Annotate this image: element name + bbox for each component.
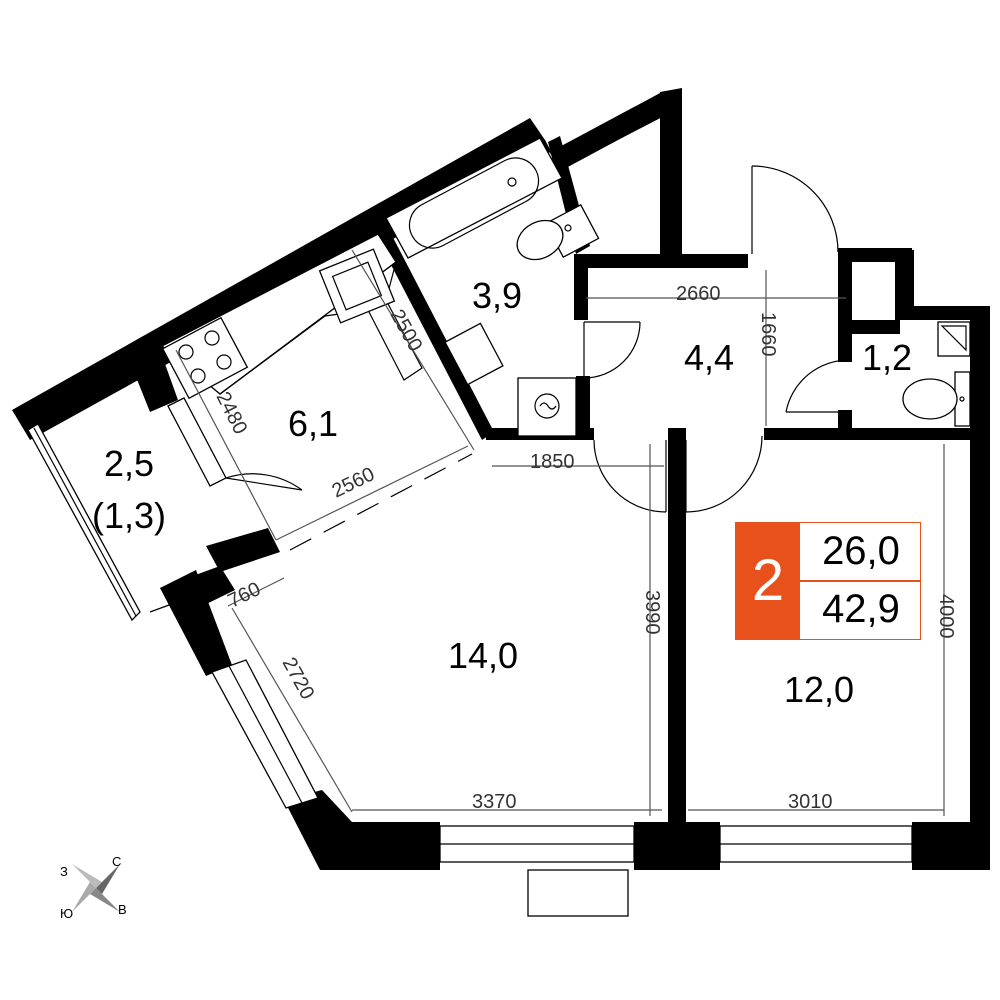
- badge-divider: [800, 580, 920, 582]
- dim-3370: 3370: [472, 791, 517, 813]
- dim-1850: 1850: [530, 451, 575, 473]
- windows: [27, 423, 913, 917]
- room-count: 2: [736, 523, 800, 639]
- total-area: 42,9: [822, 587, 900, 631]
- hall-area: 4,4: [684, 337, 734, 378]
- wc-area: 1,2: [862, 337, 912, 378]
- compass-north: С: [112, 854, 121, 869]
- exterior-walls: [12, 88, 990, 870]
- dim-2480: 2480: [212, 388, 252, 438]
- dim-3010: 3010: [788, 791, 833, 813]
- dim-2660: 2660: [676, 283, 721, 305]
- wc-fixtures: [902, 321, 971, 427]
- living-room-area: 14,0: [448, 635, 518, 676]
- doors: [289, 165, 851, 551]
- compass-east: В: [118, 902, 127, 917]
- bedroom-area: 12,0: [784, 669, 854, 710]
- dim-4000: 4000: [935, 594, 957, 639]
- kitchen-area: 6,1: [288, 403, 338, 444]
- bathroom-area: 3,9: [472, 275, 522, 316]
- dimension-lines: [175, 249, 945, 816]
- balcony-area-reduced: (1,3): [92, 495, 166, 536]
- living-area-total: 26,0: [822, 529, 900, 573]
- dim-2560: 2560: [329, 463, 379, 502]
- compass-icon: [72, 864, 120, 912]
- balcony-door: [149, 397, 303, 613]
- dim-1660: 1660: [757, 312, 779, 357]
- bathroom-fixtures: [385, 137, 600, 437]
- kitchen-counter: [160, 233, 423, 400]
- apartment-summary-badge: 2 26,0 42,9: [735, 522, 921, 640]
- compass-west: З: [60, 864, 68, 879]
- dim-3990: 3990: [641, 590, 663, 635]
- balcony-area: 2,5: [104, 443, 154, 484]
- compass-south: Ю: [60, 906, 73, 921]
